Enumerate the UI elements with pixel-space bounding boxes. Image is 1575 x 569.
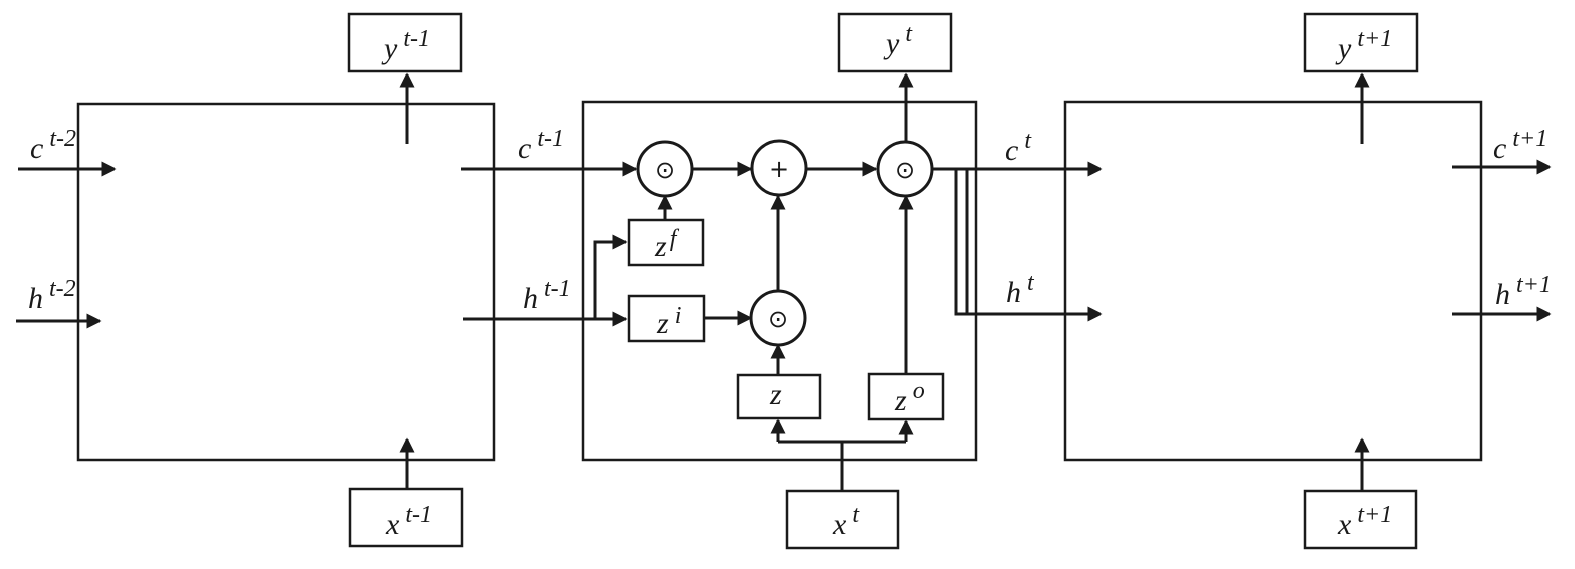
forget-multiply-symbol: ⊙ [655,156,675,184]
cell-box-current [581,100,978,462]
add-op [750,139,808,197]
input-multiply-op [749,289,807,347]
input-box-next [1303,489,1418,550]
output-gate-box [867,372,945,421]
add-symbol: + [769,155,789,183]
output-multiply-op [876,140,934,198]
arrow-hidden-state-out [954,169,1103,322]
cell-box-prev [76,102,496,462]
cell-box-next [1063,100,1483,462]
output-box-current [837,12,953,73]
output-multiply-symbol: ⊙ [895,156,915,184]
input-multiply-symbol: ⊙ [768,305,788,333]
forget-gate-box [627,218,705,267]
input-gate-box [627,294,706,343]
output-box-next [1303,12,1419,73]
candidate-box [736,373,822,420]
arrow-hidden-to-forget [593,234,628,319]
output-box-prev [347,12,463,73]
forget-multiply-op [636,140,694,198]
candidate-label: z [769,378,782,411]
